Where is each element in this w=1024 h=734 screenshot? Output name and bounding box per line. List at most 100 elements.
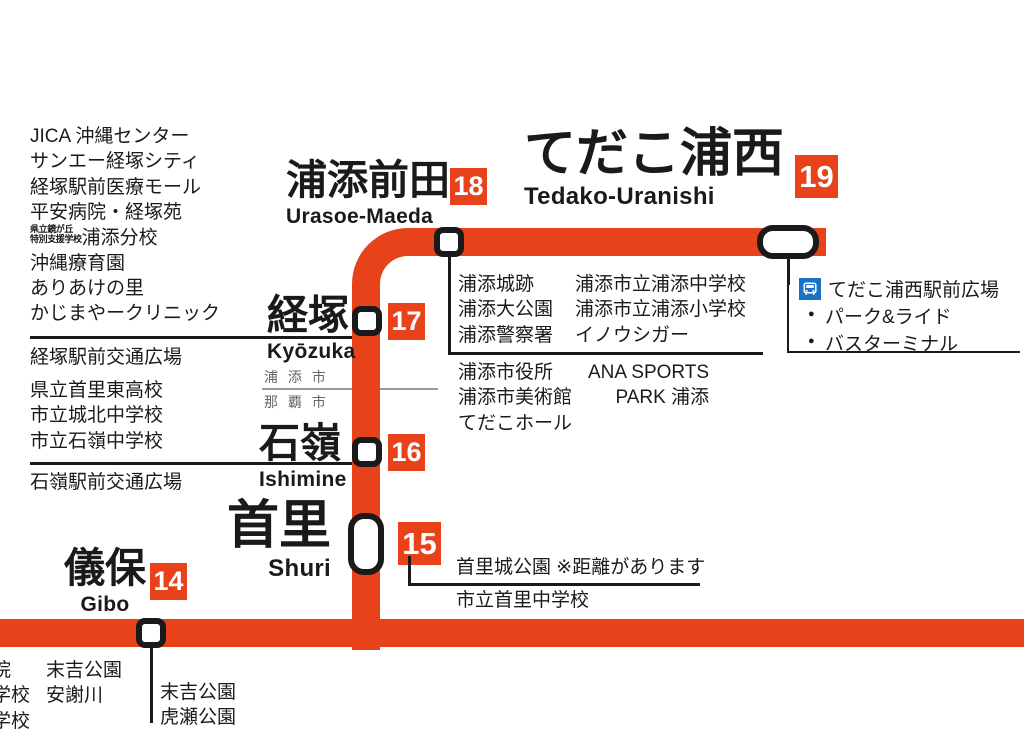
station-number-badge-15[interactable]: 15 <box>398 522 441 565</box>
landmark-item: 市立城北中学校 <box>30 405 164 427</box>
station-label-ishimine: 石嶺 Ishimine <box>259 420 347 491</box>
landmark-item: 市立首里中学校 <box>456 590 590 611</box>
landmark-group-gibo-cut: 院 学校 学校 <box>0 658 30 734</box>
landmark-item: 浦添市立浦添中学校 <box>575 274 747 295</box>
station-label-shuri: 首里 Shuri <box>227 500 331 581</box>
plaza-name: 経塚駅前交通広場 <box>30 347 183 368</box>
landmark-group-ishimine: 県立首里東高校 市立城北中学校 市立石嶺中学校 <box>30 378 163 454</box>
station-name-jp-kyozuka: 経塚 <box>267 292 349 338</box>
rail-segment-top <box>408 228 826 256</box>
rail-segment-vertical-lower <box>352 600 380 648</box>
landmark-ishimine-plaza: 石嶺駅前交通広場 <box>30 470 182 495</box>
landmark-item: 沖縄療育園 <box>30 252 126 274</box>
landmark-item: 平安病院・経塚苑 <box>30 201 183 223</box>
landmark-group-gibo-mid: 末吉公園 安謝川 <box>46 658 122 709</box>
landmark-shuri-item-1: 首里城公園 ※距離があります <box>456 555 705 580</box>
landmark-item: かじまやークリニック <box>30 303 221 325</box>
landmark-item: 浦添大公園 <box>458 299 554 321</box>
school-prefix: 県立鏡が丘特別支援学校 <box>30 224 82 244</box>
landmark-item: 末吉公園 <box>46 660 123 681</box>
landmark-item: てだこホール <box>458 412 573 434</box>
leader-line-shuri <box>408 556 411 586</box>
station-name-en-gibo: Gibo <box>80 593 130 616</box>
rail-segment-vertical <box>352 290 380 650</box>
landmark-item: イノウシガー <box>575 324 690 346</box>
school-prefix-line2: 特別支援学校 <box>30 233 82 244</box>
landmark-item: ありあけの里 <box>30 278 145 300</box>
landmark-item: 安謝川 <box>46 685 104 707</box>
plaza-name: 石嶺駅前交通広場 <box>30 472 183 493</box>
plaza-title-row: てだこ浦西駅前広場 <box>799 275 1010 302</box>
school-prefix-line1: 県立鏡が丘 <box>30 224 74 235</box>
station-number-badge-14[interactable]: 14 <box>150 563 187 600</box>
landmark-item: 院 <box>0 660 12 681</box>
station-name-en-ishimine: Ishimine <box>259 468 347 491</box>
city-label-north: 浦 添 市 <box>264 369 329 385</box>
station-name-jp-gibo: 儀保 <box>64 545 146 591</box>
leader-line-urasoe-maeda <box>448 257 451 352</box>
ana-sports-line2: PARK 浦添 <box>615 387 710 409</box>
landmark-group-urasoe-maeda-upper: 浦添城跡 浦添大公園 浦添警察署 浦添市立浦添中学校 浦添市立浦添小学校 イノウ… <box>458 272 746 348</box>
leader-rule-shuri <box>408 583 700 586</box>
station-marker-shuri[interactable] <box>348 513 384 575</box>
ana-sports-line1: ANA SPORTS <box>588 362 710 383</box>
leader-rule-urasoe-maeda <box>448 352 763 355</box>
plaza-facility-list: パーク&ライド バスターミナル <box>799 305 1010 359</box>
tedako-uranishi-plaza-box: てだこ浦西駅前広場 パーク&ライド バスターミナル <box>787 269 1020 355</box>
landmark-item: 県立首里東高校 <box>30 380 164 401</box>
station-name-jp-ishimine: 石嶺 <box>259 420 341 466</box>
plaza-facility-item: バスターミナル <box>808 332 1010 359</box>
landmark-item: サンエー経塚シティ <box>30 151 200 173</box>
station-number-badge-16[interactable]: 16 <box>388 434 425 471</box>
school-main: 浦添分校 <box>81 227 158 249</box>
landmark-item: 浦添警察署 <box>458 324 554 346</box>
station-marker-urasoe-maeda[interactable] <box>434 227 464 257</box>
station-name-en-urasoe-maeda: Urasoe-Maeda <box>286 205 434 228</box>
landmark-item: 首里城公園 ※距離があります <box>456 557 706 578</box>
landmark-item: 虎瀬公園 <box>160 707 237 729</box>
station-name-en-shuri: Shuri <box>268 555 332 582</box>
station-label-urasoe-maeda: 浦添前田 Urasoe-Maeda <box>286 157 450 228</box>
station-label-gibo: 儀保 Gibo <box>64 545 146 616</box>
landmark-item: JICA 沖縄センター <box>30 126 190 147</box>
station-marker-gibo[interactable] <box>136 618 166 648</box>
landmark-group-kyozuka: JICA 沖縄センター サンエー経塚シティ 経塚駅前医療モール 平安病院・経塚苑… <box>30 124 220 327</box>
station-name-en-kyozuka: Kyōzuka <box>267 340 356 363</box>
station-name-en-tedako-uranishi: Tedako-Uranishi <box>524 183 715 210</box>
landmark-item: 学校 <box>0 685 31 707</box>
landmark-column-1: 浦添城跡 浦添大公園 浦添警察署 <box>458 272 553 348</box>
landmark-ana-sports-park: ANA SPORTS PARK 浦添 <box>588 360 709 411</box>
leader-rule-ishimine <box>30 462 352 465</box>
landmark-item: 学校 <box>0 710 31 732</box>
landmark-item: 市立石嶺中学校 <box>30 430 164 452</box>
landmark-item: 末吉公園 <box>160 682 237 703</box>
landmark-group-urasoe-maeda-lower: 浦添市役所 浦添市美術館 てだこホール <box>458 360 572 436</box>
leader-rule-kyozuka <box>30 336 352 339</box>
station-label-tedako-uranishi: てだこ浦西 Tedako-Uranishi <box>524 128 784 209</box>
station-name-jp-shuri: 首里 <box>227 497 332 555</box>
landmark-item: 浦添城跡 <box>458 274 535 295</box>
landmark-item-school: 県立鏡が丘特別支援学校浦添分校 <box>30 224 220 251</box>
station-marker-kyozuka[interactable] <box>352 306 382 336</box>
station-number-badge-17[interactable]: 17 <box>388 303 425 340</box>
city-boundary-rule-right <box>380 388 438 390</box>
landmark-kyozuka-plaza: 経塚駅前交通広場 <box>30 345 182 370</box>
station-number-badge-19[interactable]: 19 <box>795 155 838 198</box>
station-label-kyozuka: 経塚 Kyōzuka <box>267 292 356 363</box>
station-name-jp-tedako-uranishi: てだこ浦西 <box>524 125 785 183</box>
landmark-item: 浦添市美術館 <box>458 387 573 409</box>
city-boundary-rule-left <box>262 388 352 390</box>
station-number-badge-18[interactable]: 18 <box>450 168 487 205</box>
station-name-jp-urasoe-maeda: 浦添前田 <box>286 157 450 203</box>
landmark-item: 浦添市立浦添小学校 <box>575 299 747 321</box>
landmark-item: 経塚駅前医療モール <box>30 176 202 198</box>
landmark-item: 浦添市役所 <box>458 362 554 383</box>
city-label-south: 那 覇 市 <box>264 394 329 410</box>
station-marker-tedako-uranishi[interactable] <box>757 225 819 259</box>
rail-segment-bottom <box>0 619 1024 647</box>
landmark-shuri-item-2: 市立首里中学校 <box>456 588 589 613</box>
bus-icon <box>799 277 821 300</box>
station-marker-ishimine[interactable] <box>352 437 382 467</box>
plaza-title: てだこ浦西駅前広場 <box>828 280 1000 301</box>
